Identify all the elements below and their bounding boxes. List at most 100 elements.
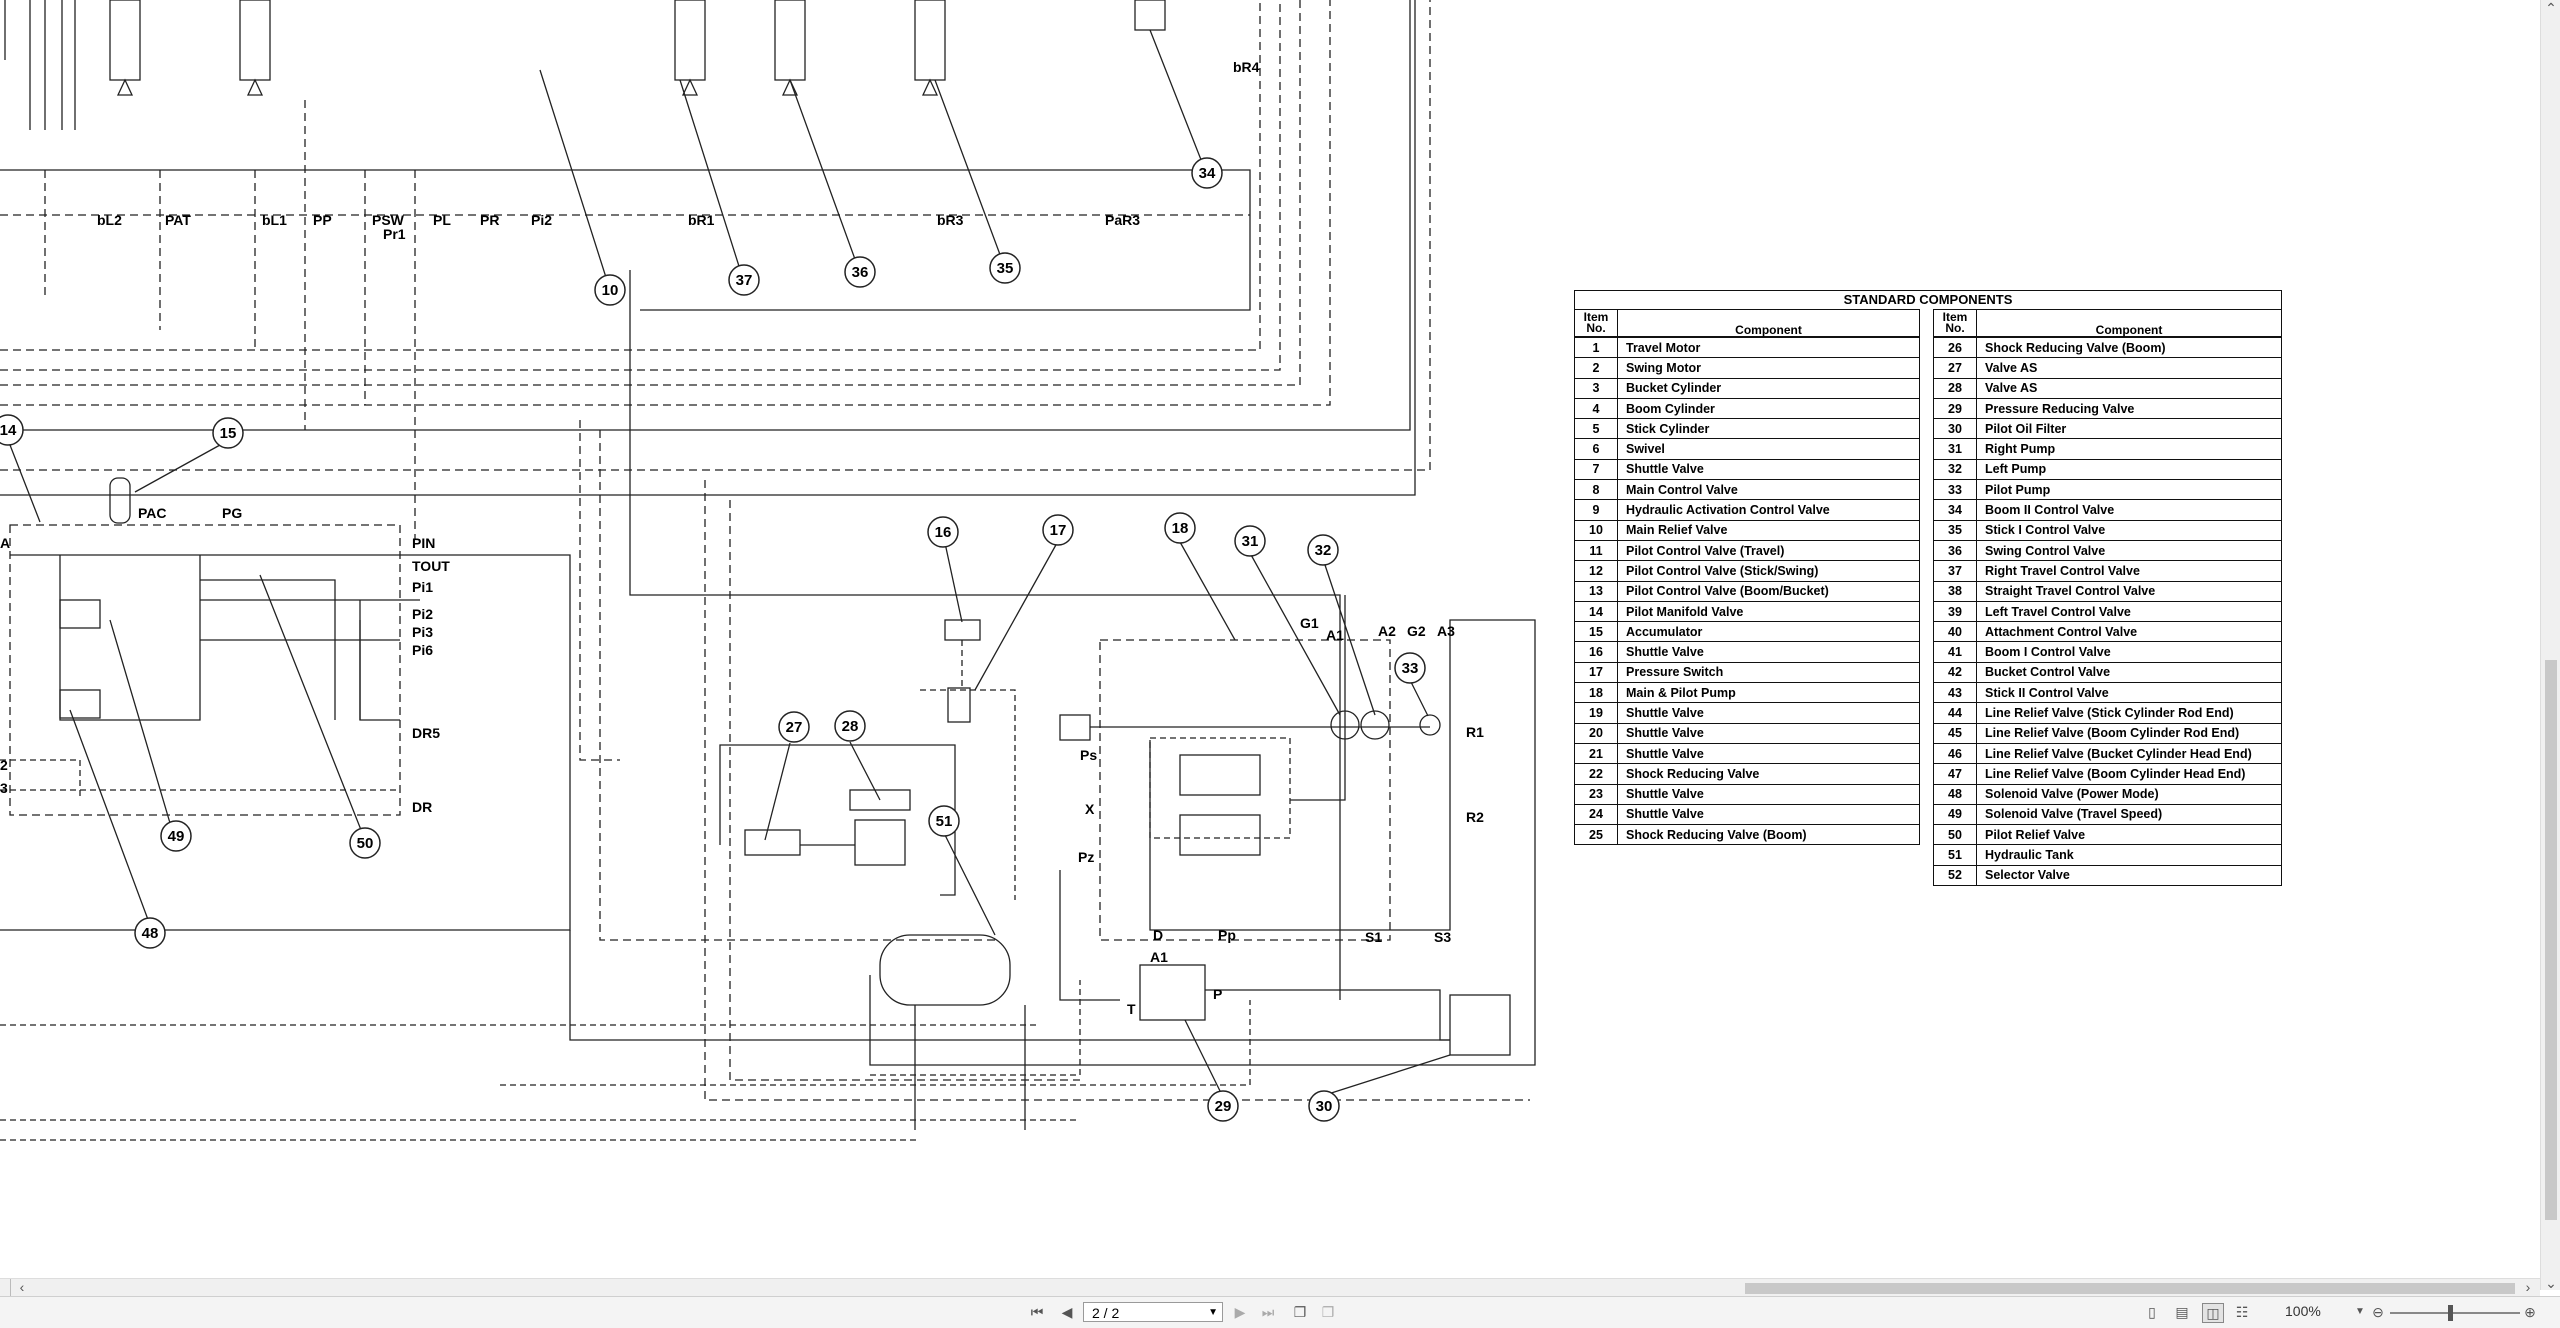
callout-28: 28 bbox=[842, 718, 859, 735]
component-name: Stick I Control Valve bbox=[1976, 520, 2282, 541]
item-number: 10 bbox=[1574, 520, 1618, 541]
component-name: Swing Motor bbox=[1617, 357, 1920, 379]
item-number: 46 bbox=[1933, 743, 1977, 765]
zoom-out-icon[interactable]: ⊖ bbox=[2372, 1304, 2384, 1320]
zoom-slider[interactable] bbox=[2390, 1312, 2520, 1314]
component-name: Main Relief Valve bbox=[1617, 520, 1920, 541]
component-name: Shuttle Valve bbox=[1617, 784, 1920, 805]
zoom-slider-knob[interactable] bbox=[2448, 1305, 2453, 1321]
port-PIN: PIN bbox=[412, 535, 435, 551]
single-page-icon[interactable]: ▯ bbox=[2148, 1304, 2156, 1320]
port-Pi2: Pi2 bbox=[531, 212, 552, 228]
vertical-scrollbar[interactable]: ⌃ ⌄ bbox=[2540, 0, 2560, 1291]
item-number: 14 bbox=[1574, 601, 1618, 623]
two-page-icon[interactable]: ◫ bbox=[2202, 1303, 2224, 1323]
zoom-dropdown-icon[interactable]: ▼ bbox=[2355, 1306, 2365, 1317]
item-number: 16 bbox=[1574, 641, 1618, 663]
component-name: Pilot Manifold Valve bbox=[1617, 601, 1920, 623]
last-page-icon[interactable]: ⏭ bbox=[1261, 1304, 1275, 1320]
next-page-icon[interactable]: ▶ bbox=[1234, 1304, 1246, 1320]
scroll-right-icon[interactable]: › bbox=[2525, 1279, 2531, 1295]
status-bar: ⏮ ◀ 2 / 2 ▼ ▶ ⏭ ❐ ❐ ▯ ▤ ◫ ☷ 100% ▼ ⊖ ⊕ bbox=[0, 1296, 2560, 1328]
port-DR: DR bbox=[412, 799, 432, 815]
item-number: 36 bbox=[1933, 540, 1977, 562]
port-bL2: bL2 bbox=[97, 212, 122, 228]
callout-16: 16 bbox=[935, 524, 952, 541]
callout-31: 31 bbox=[1242, 533, 1259, 550]
callout-10: 10 bbox=[602, 282, 619, 299]
scroll-down-icon[interactable]: ⌄ bbox=[2545, 1275, 2557, 1291]
scroll-up-icon[interactable]: ⌃ bbox=[2545, 0, 2557, 16]
prev-page-icon[interactable]: ◀ bbox=[1061, 1304, 1073, 1320]
port-PAC: PAC bbox=[138, 505, 167, 521]
item-number: 25 bbox=[1574, 824, 1618, 846]
item-number: 31 bbox=[1933, 438, 1977, 460]
component-name: Solenoid Valve (Power Mode) bbox=[1976, 784, 2282, 805]
component-name: Swivel bbox=[1617, 438, 1920, 460]
port-G1: G1 bbox=[1300, 615, 1319, 631]
port-A1: A1 bbox=[1326, 627, 1344, 643]
horizontal-scroll-thumb[interactable] bbox=[1745, 1283, 2515, 1294]
item-number: 1 bbox=[1574, 337, 1618, 359]
chevron-down-icon[interactable]: ▼ bbox=[1208, 1307, 1218, 1318]
component-name: Solenoid Valve (Travel Speed) bbox=[1976, 804, 2282, 826]
item-number: 51 bbox=[1933, 844, 1977, 866]
page-number-field[interactable]: 2 / 2 ▼ bbox=[1083, 1302, 1223, 1322]
first-page-icon[interactable]: ⏮ bbox=[1030, 1304, 1044, 1320]
item-number: 11 bbox=[1574, 540, 1618, 562]
port-A1-pr: A1 bbox=[1150, 949, 1168, 965]
callout-29: 29 bbox=[1215, 1098, 1232, 1115]
item-number: 39 bbox=[1933, 601, 1977, 623]
port-Pz: Pz bbox=[1078, 849, 1094, 865]
item-number: 27 bbox=[1933, 357, 1977, 379]
port-R2: R2 bbox=[1466, 809, 1484, 825]
port-T: T bbox=[1127, 1001, 1136, 1017]
item-number: 37 bbox=[1933, 560, 1977, 582]
port-bR4: bR4 bbox=[1233, 59, 1260, 75]
callout-27: 27 bbox=[786, 719, 803, 736]
component-name: Right Pump bbox=[1976, 438, 2282, 460]
page-indicator: 2 / 2 bbox=[1092, 1305, 1120, 1321]
component-name: Travel Motor bbox=[1617, 337, 1920, 359]
component-name: Shuttle Valve bbox=[1617, 723, 1920, 744]
item-number: 20 bbox=[1574, 723, 1618, 744]
scroll-left-icon[interactable]: ‹ bbox=[19, 1279, 25, 1295]
callout-50: 50 bbox=[357, 835, 374, 852]
item-number: 22 bbox=[1574, 763, 1618, 785]
zoom-in-icon[interactable]: ⊕ bbox=[2524, 1304, 2536, 1320]
component-name: Hydraulic Activation Control Valve bbox=[1617, 499, 1920, 521]
horizontal-scrollbar[interactable]: ‹ › bbox=[0, 1278, 2540, 1297]
callout-36: 36 bbox=[852, 264, 869, 281]
continuous-icon[interactable]: ▤ bbox=[2175, 1304, 2189, 1320]
fit-page-icon[interactable]: ❐ bbox=[1293, 1304, 1307, 1320]
header-component: Component bbox=[1617, 309, 1920, 338]
component-name: Boom I Control Valve bbox=[1976, 641, 2282, 663]
item-number: 6 bbox=[1574, 438, 1618, 460]
port-D: D bbox=[1153, 927, 1163, 943]
fit-width-icon[interactable]: ❐ bbox=[1321, 1304, 1335, 1320]
item-number: 9 bbox=[1574, 499, 1618, 521]
item-number: 8 bbox=[1574, 479, 1618, 501]
component-name: Left Pump bbox=[1976, 459, 2282, 481]
vertical-scroll-thumb[interactable] bbox=[2545, 660, 2557, 1220]
item-number: 24 bbox=[1574, 804, 1618, 826]
book-view-icon[interactable]: ☷ bbox=[2235, 1304, 2249, 1320]
item-number: 48 bbox=[1933, 784, 1977, 805]
port-Pp: Pp bbox=[1218, 927, 1236, 943]
